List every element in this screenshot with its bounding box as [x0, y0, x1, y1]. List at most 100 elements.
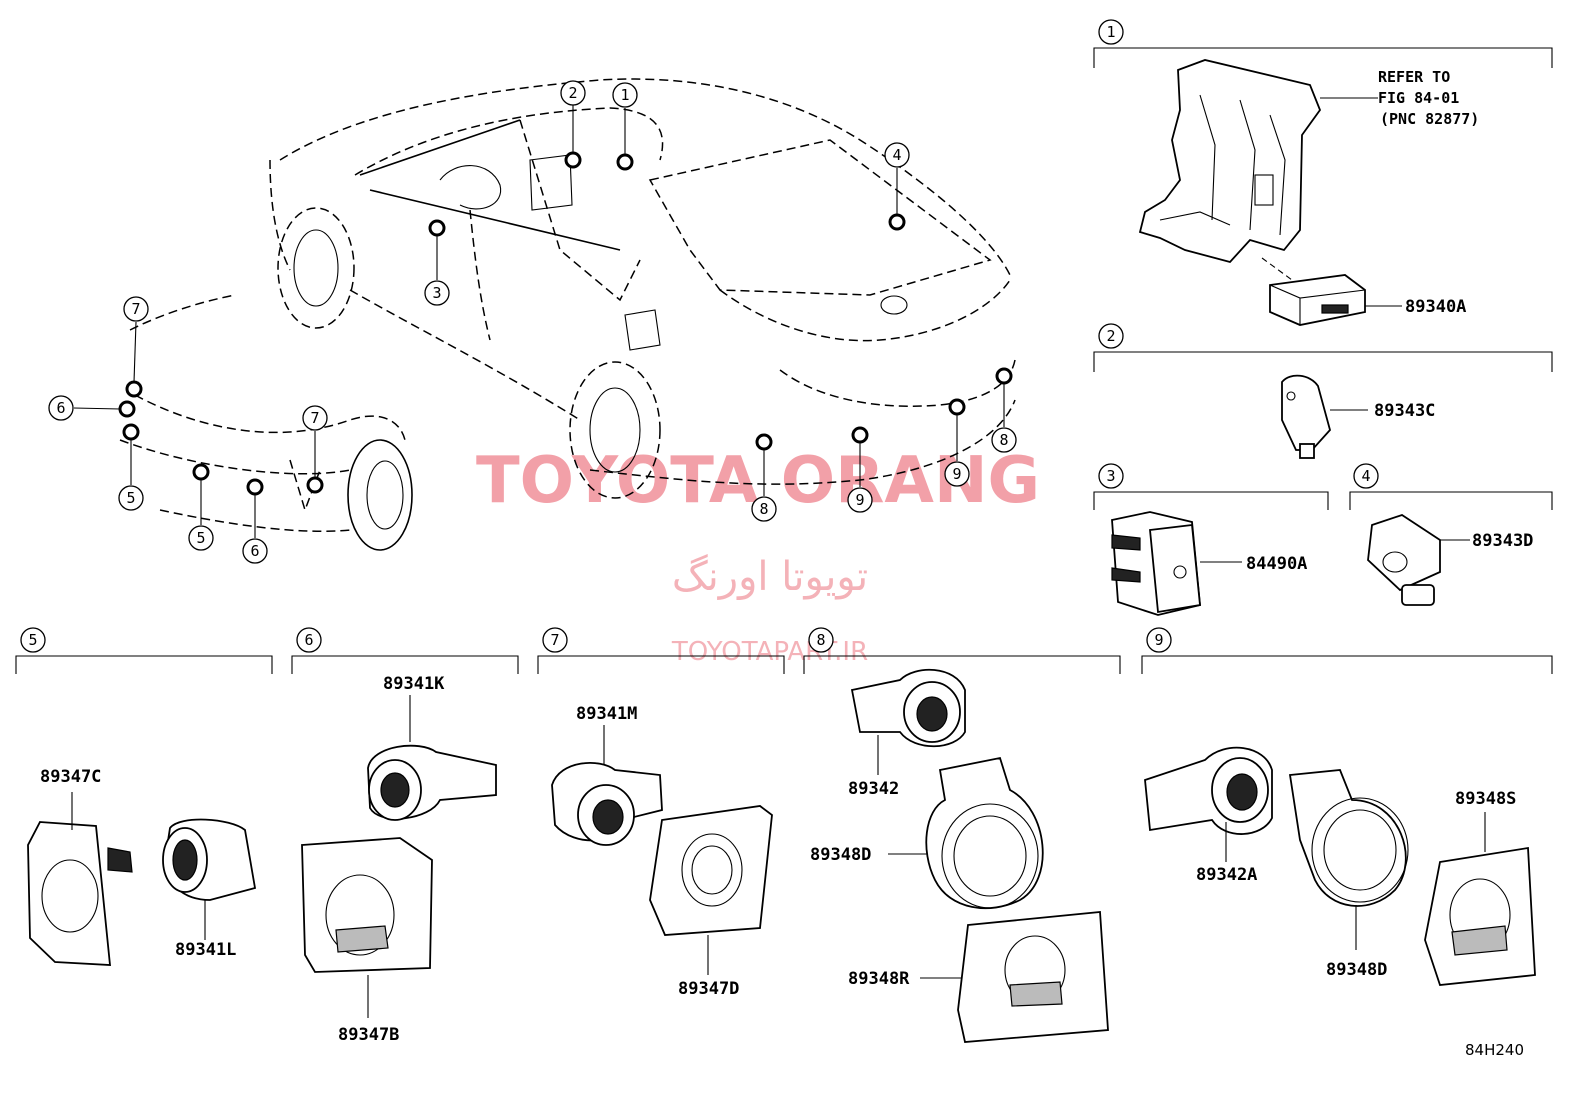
car-roofline	[354, 107, 664, 176]
front-bumper-lower	[159, 509, 351, 533]
part-89348R: 89348R	[848, 969, 910, 989]
retainer-89348D-b	[1288, 769, 1407, 907]
marker-8	[755, 433, 773, 451]
car-rear-wheel-hub	[589, 387, 641, 473]
marker-5-bumper	[192, 463, 210, 481]
part-89347B: 89347B	[338, 1025, 399, 1045]
section-7-label: 7	[550, 631, 559, 649]
car-rear-panel	[719, 279, 1011, 342]
car-front-wheel	[277, 207, 355, 329]
car-side-sill	[349, 289, 581, 421]
marker-3	[428, 219, 446, 237]
section-1-bracket-assembly: 89340A REFER TO FIG 84-01 (PNC 82877)	[1138, 59, 1479, 326]
callout-5-bumper: 5	[196, 529, 205, 547]
section-6-label: 6	[304, 631, 313, 649]
car-outline-upper	[279, 78, 1011, 276]
car-rear-bumper	[779, 359, 1016, 407]
part-89342: 89342	[848, 779, 899, 799]
front-bumper-mid	[119, 439, 351, 475]
part-89343C: 89343C	[1374, 401, 1435, 421]
car-fuel-door	[624, 309, 661, 351]
marker-6-front	[118, 400, 136, 418]
car-dash-screen	[529, 154, 573, 211]
callout-2: 2	[568, 84, 577, 102]
bezel-89347C	[27, 821, 112, 966]
part-89348D-a: 89348D	[810, 845, 871, 865]
part-89341K: 89341K	[383, 674, 445, 694]
part-89348D-b: 89348D	[1326, 960, 1387, 980]
car-steering	[439, 165, 502, 210]
car-door-line	[469, 209, 491, 341]
part-84490A: 84490A	[1246, 554, 1307, 574]
bezel-89347D	[649, 805, 773, 936]
marker-7-bumper	[306, 476, 324, 494]
car-rear-wheel	[569, 361, 661, 499]
part-89343D: 89343D	[1472, 531, 1533, 551]
section-5-parts: 89347C 89341L	[27, 767, 257, 966]
callout-8-rear: 8	[759, 500, 768, 518]
callout-9-side: 9	[952, 465, 961, 483]
marker-9b	[851, 426, 869, 444]
section-9-parts: 89342A 89348D 89348S	[1144, 746, 1536, 986]
car-trunk-lid	[648, 139, 992, 296]
part-89341L: 89341L	[175, 940, 236, 960]
callout-1: 1	[620, 86, 629, 104]
buzzer-body	[1281, 374, 1331, 451]
parking-assist-ecu	[1269, 274, 1366, 326]
car-front-hood-side	[269, 159, 291, 271]
section-9-label: 9	[1154, 631, 1163, 649]
section-balloons: 1 2 3 4 5 6 7 8 9	[20, 19, 1379, 653]
bezel-89347B	[301, 837, 433, 973]
part-89347C: 89347C	[40, 767, 101, 787]
figure-code: 84H240	[1465, 1041, 1524, 1059]
refer-note-line-2: FIG 84-01	[1378, 89, 1459, 107]
callout-6-front: 6	[56, 399, 65, 417]
section-3-label: 3	[1106, 467, 1115, 485]
retainer-89348D-a	[925, 756, 1044, 910]
marker-4	[888, 213, 906, 231]
front-bumper-outline	[129, 294, 236, 331]
watermark-persian: تویوتا اورنگ	[672, 554, 868, 600]
sensor-markers	[118, 151, 1013, 496]
callout-5-front: 5	[126, 489, 135, 507]
car-door-sill-inner	[369, 189, 621, 251]
marker-8-side	[995, 367, 1013, 385]
marker-5-front	[122, 423, 140, 441]
section-8-label: 8	[816, 631, 825, 649]
marker-7-front	[125, 380, 143, 398]
section-3-switch: 84490A	[1111, 511, 1307, 616]
section-4-label: 4	[1361, 467, 1370, 485]
callouts: 1 2 3 4 5 5 6 6 7 7 8 8 9 9	[48, 80, 1017, 564]
car-rear-door	[519, 119, 641, 302]
refer-note-line-1: REFER TO	[1378, 68, 1450, 86]
section-5-label: 5	[28, 631, 37, 649]
marker-2	[564, 151, 582, 169]
section-4-connector: 89343D	[1367, 514, 1533, 606]
marker-9	[948, 398, 966, 416]
car-a-pillar	[359, 119, 521, 176]
section-1-label: 1	[1106, 23, 1115, 41]
front-bumper-wheel	[347, 439, 413, 551]
section-6-parts: 89341K 89347B	[301, 674, 497, 1045]
section-2-buzzer: 89343C	[1281, 374, 1435, 459]
part-89341M: 89341M	[576, 704, 637, 724]
callout-6-bumper: 6	[250, 542, 259, 560]
front-bumper-top	[134, 394, 406, 441]
callout-7-bumper: 7	[310, 409, 319, 427]
ecu-mounting-bracket	[1138, 59, 1322, 264]
front-bumper-wheel-hub	[366, 460, 404, 530]
car-front-wheel-hub	[293, 229, 339, 307]
marker-1	[616, 153, 634, 171]
bezel-89348R	[957, 911, 1109, 1043]
part-89347D: 89347D	[678, 979, 739, 999]
connector-body	[1367, 514, 1441, 592]
part-89340A: 89340A	[1405, 297, 1466, 317]
car-emblem	[880, 295, 908, 315]
refer-note-line-3: (PNC 82877)	[1380, 110, 1479, 128]
callout-8-side: 8	[999, 431, 1008, 449]
part-89348S: 89348S	[1455, 789, 1516, 809]
watermark-site: TOYOTAPART.IR	[671, 637, 868, 667]
section-2-label: 2	[1106, 327, 1115, 345]
bezel-89348S	[1424, 846, 1536, 986]
